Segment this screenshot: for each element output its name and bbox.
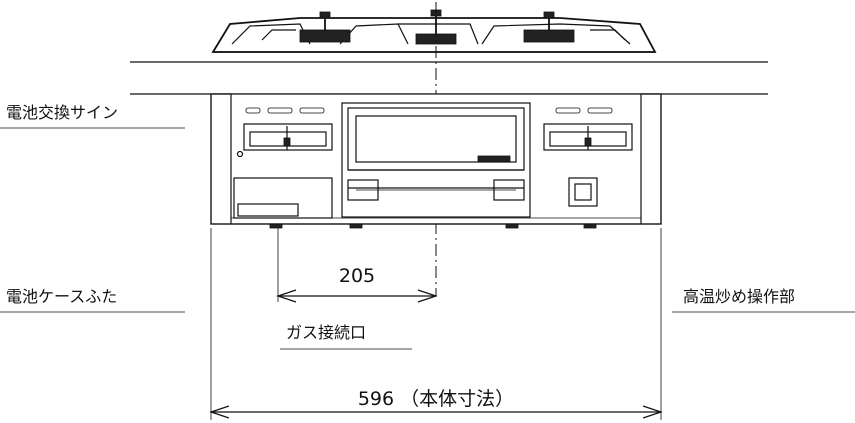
label-high-temp-control: 高温炒め操作部 (683, 287, 795, 306)
left-control-unit (236, 107, 333, 158)
right-control-unit (543, 107, 633, 207)
grill-unit (341, 102, 531, 218)
stove-body (210, 93, 662, 229)
label-gas-connection: ガス接続口 (286, 323, 366, 342)
dimension-205 (276, 289, 438, 303)
dimension-596 (209, 405, 663, 419)
battery-case-cover (233, 177, 333, 219)
dimension-205-text: 205 (339, 265, 375, 287)
dimension-596-text: 596 （本体寸法） (358, 388, 514, 410)
top-grates (211, 9, 657, 53)
battery-sign-lamp (236, 150, 244, 158)
label-battery-cover: 電池ケースふた (6, 287, 117, 306)
high-temp-button (568, 177, 598, 207)
label-battery-sign: 電池交換サイン (6, 103, 118, 122)
